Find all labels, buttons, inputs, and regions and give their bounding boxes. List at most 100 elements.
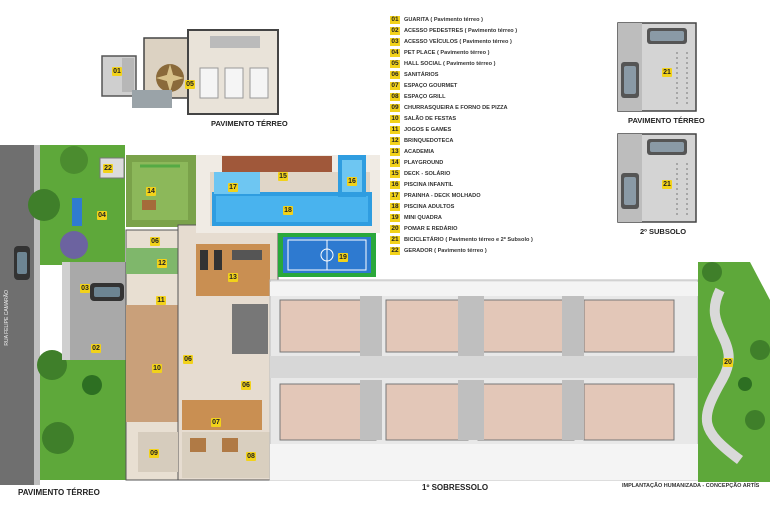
legend-item: 08 ESPAÇO GRILL: [390, 92, 446, 102]
right-plan-subsolo: [617, 133, 697, 223]
badge-10: 10: [152, 364, 162, 373]
legend-label: PISCINA INFANTIL: [404, 182, 454, 188]
legend-number: 04: [390, 49, 400, 57]
legend-item: 12 BRINQUEDOTECA: [390, 136, 453, 146]
legend-number: 15: [390, 170, 400, 178]
legend-item: 01 GUARITA ( Pavimento térreo ): [390, 15, 483, 25]
badge-03: 03: [80, 284, 90, 293]
legend-label: BICICLETÁRIO ( Pavimento térreo e 2º Sub…: [404, 237, 533, 243]
badge-21-terreo: 21: [662, 68, 672, 77]
badge-01: 01: [112, 67, 122, 76]
badge-07: 07: [211, 418, 221, 427]
legend-label: MINI QUADRA: [404, 215, 442, 221]
legend-label: SALÃO DE FESTAS: [404, 116, 457, 122]
badge-20: 20: [723, 358, 733, 367]
badge-14: 14: [146, 187, 156, 196]
legend-number: 16: [390, 181, 400, 189]
legend-item: 16 PISCINA INFANTIL: [390, 180, 453, 190]
right-plan-1-caption: PAVIMENTO TÉRREO: [628, 116, 705, 125]
legend-item: 03 ACESSO VEÍCULOS ( Pavimento térreo ): [390, 37, 512, 47]
badge-17: 17: [228, 183, 238, 192]
legend-number: 08: [390, 93, 400, 101]
legend-label: ESPAÇO GOURMET: [404, 83, 458, 89]
badge-22: 22: [103, 164, 113, 173]
legend-item: 02 ACESSO PEDESTRES ( Pavimento térreo ): [390, 26, 517, 36]
legend-label: BRINQUEDOTECA: [404, 138, 454, 144]
badge-08: 08: [246, 452, 256, 461]
legend-number: 06: [390, 71, 400, 79]
legend-label: HALL SOCIAL ( Pavimento térreo ): [404, 61, 496, 67]
badge-19: 19: [338, 253, 348, 262]
badge-21-subsolo: 21: [662, 180, 672, 189]
legend-number: 14: [390, 159, 400, 167]
badge-15: 15: [278, 172, 288, 181]
legend-label: CHURRASQUEIRA E FORNO DE PIZZA: [404, 105, 508, 111]
legend-item: 10 SALÃO DE FESTAS: [390, 114, 456, 124]
legend-label: POMAR E REDÁRIO: [404, 226, 458, 232]
legend-item: 18 PISCINA ADULTOS: [390, 202, 454, 212]
legend-label: GERADOR ( Pavimento térreo ): [404, 248, 487, 254]
badge-16: 16: [347, 177, 357, 186]
legend-item: 20 POMAR E REDÁRIO: [390, 224, 457, 234]
legend-number: 20: [390, 225, 400, 233]
main-center-caption: 1º SOBRESSOLO: [422, 483, 489, 492]
legend-number: 22: [390, 247, 400, 255]
badge-06-a: 06: [150, 237, 160, 246]
badge-18: 18: [283, 206, 293, 215]
right-plan-terreo: [617, 22, 697, 112]
legend-number: 07: [390, 82, 400, 90]
legend-label: PET PLACE ( Pavimento térreo ): [404, 50, 490, 56]
legend-label: DECK - SOLÁRIO: [404, 171, 451, 177]
top-plan-caption: PAVIMENTO TÉRREO: [211, 119, 288, 128]
legend-number: 13: [390, 148, 400, 156]
legend-item: 11 JOGOS E GAMES: [390, 125, 451, 135]
parking-subsolo-drawing: [617, 133, 697, 223]
legend-label: SANITÁRIOS: [404, 72, 439, 78]
legend-item: 05 HALL SOCIAL ( Pavimento térreo ): [390, 59, 495, 69]
street-label: RUA FELIPE CAMARÃO: [4, 290, 10, 346]
legend-number: 10: [390, 115, 400, 123]
legend-number: 09: [390, 104, 400, 112]
legend-label: ACESSO VEÍCULOS ( Pavimento térreo ): [404, 39, 512, 45]
legend-item: 15 DECK - SOLÁRIO: [390, 169, 450, 179]
legend-label: GUARITA ( Pavimento térreo ): [404, 17, 483, 23]
legend-number: 03: [390, 38, 400, 46]
legend-number: 11: [390, 126, 400, 134]
deck-solario: [222, 156, 332, 174]
legend-number: 05: [390, 60, 400, 68]
legend-number: 18: [390, 203, 400, 211]
top-plan-drawing: [101, 29, 279, 115]
badge-02: 02: [91, 344, 101, 353]
legend-label: ACESSO PEDESTRES ( Pavimento térreo ): [404, 28, 518, 34]
credit-caption: IMPLANTAÇÃO HUMANIZADA - CONCEPÇÃO ARTÍS: [622, 483, 760, 489]
badge-05: 05: [185, 80, 195, 89]
legend-label: PRAINHA - DECK MOLHADO: [404, 193, 481, 199]
legend-item: 07 ESPAÇO GOURMET: [390, 81, 457, 91]
orchard: [698, 262, 770, 482]
legend-label: PLAYGROUND: [404, 160, 444, 166]
legend-number: 02: [390, 27, 400, 35]
legend-label: ACADEMIA: [404, 149, 435, 155]
legend-item: 13 ACADEMIA: [390, 147, 434, 157]
badge-09: 09: [149, 449, 159, 458]
drive-lane: [62, 262, 126, 360]
legend-item: 19 MINI QUADRA: [390, 213, 442, 223]
legend-label: JOGOS E GAMES: [404, 127, 452, 133]
badge-12: 12: [157, 259, 167, 268]
badge-06-c: 06: [241, 381, 251, 390]
main-left-caption: PAVIMENTO TÉRREO: [18, 488, 100, 497]
top-plan: [100, 28, 290, 116]
badge-11: 11: [156, 296, 166, 305]
legend-number: 12: [390, 137, 400, 145]
legend-item: 06 SANITÁRIOS: [390, 70, 439, 80]
legend-item: 17 PRAINHA - DECK MOLHADO: [390, 191, 481, 201]
legend-number: 19: [390, 214, 400, 222]
legend-label: ESPAÇO GRILL: [404, 94, 446, 100]
parking-terreo-drawing: [617, 22, 697, 112]
legend-label: PISCINA ADULTOS: [404, 204, 455, 210]
legend-number: 17: [390, 192, 400, 200]
legend-number: 01: [390, 16, 400, 24]
legend-item: 14 PLAYGROUND: [390, 158, 443, 168]
